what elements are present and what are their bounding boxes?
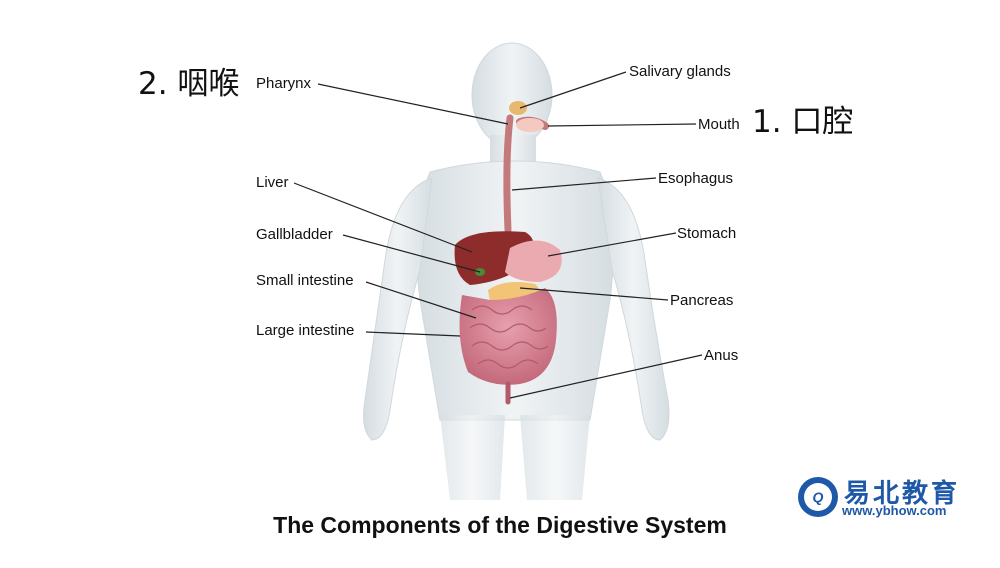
mouth-chinese-label: 1. 口腔 xyxy=(752,104,854,140)
stomach-leader-line xyxy=(547,232,677,257)
mouth-label: Mouth xyxy=(698,116,740,133)
salivary-gland-organ xyxy=(509,101,527,115)
stomach-organ xyxy=(505,240,562,282)
pancreas-label: Pancreas xyxy=(670,292,734,309)
pharynx-label: Pharynx xyxy=(256,75,312,92)
brand-logo: Q 易北教育 www.ybhow.com xyxy=(798,475,978,523)
esophagus-label: Esophagus xyxy=(658,170,734,187)
gallbladder-leader-line xyxy=(342,234,481,273)
diagram-title: The Components of the Digestive System xyxy=(273,512,727,538)
large-intestine-leader-line xyxy=(365,331,461,337)
pharynx-leader-line xyxy=(317,83,509,125)
gallbladder-label: Gallbladder xyxy=(256,226,333,243)
liver-label: Liver xyxy=(256,174,289,191)
leader-lines xyxy=(293,71,703,399)
small-intestine-label: Small intestine xyxy=(256,272,354,289)
mouth-organ xyxy=(516,118,544,132)
logo-emblem-icon: Q xyxy=(798,477,838,517)
small-intestine-leader-line xyxy=(365,281,477,319)
anus-label: Anus xyxy=(704,347,739,364)
pharynx-chinese-label: 2. 咽喉 xyxy=(138,66,240,102)
salivary-glands-label: Salivary glands xyxy=(629,63,731,80)
anus-leader-line xyxy=(509,354,703,399)
esophagus-leader-line xyxy=(511,177,657,191)
pancreas-leader-line xyxy=(519,287,669,301)
stomach-label: Stomach xyxy=(677,225,737,242)
intestine-folds xyxy=(469,305,549,369)
salivary-leader-line xyxy=(519,71,627,109)
intestine-organ xyxy=(459,288,557,385)
liver-leader-line xyxy=(293,182,473,253)
large-intestine-label: Large intestine xyxy=(256,322,355,339)
logo-name: 易北教育 xyxy=(844,479,961,509)
mouth-leader-line xyxy=(547,123,697,127)
logo-url: www.ybhow.com xyxy=(842,503,947,518)
